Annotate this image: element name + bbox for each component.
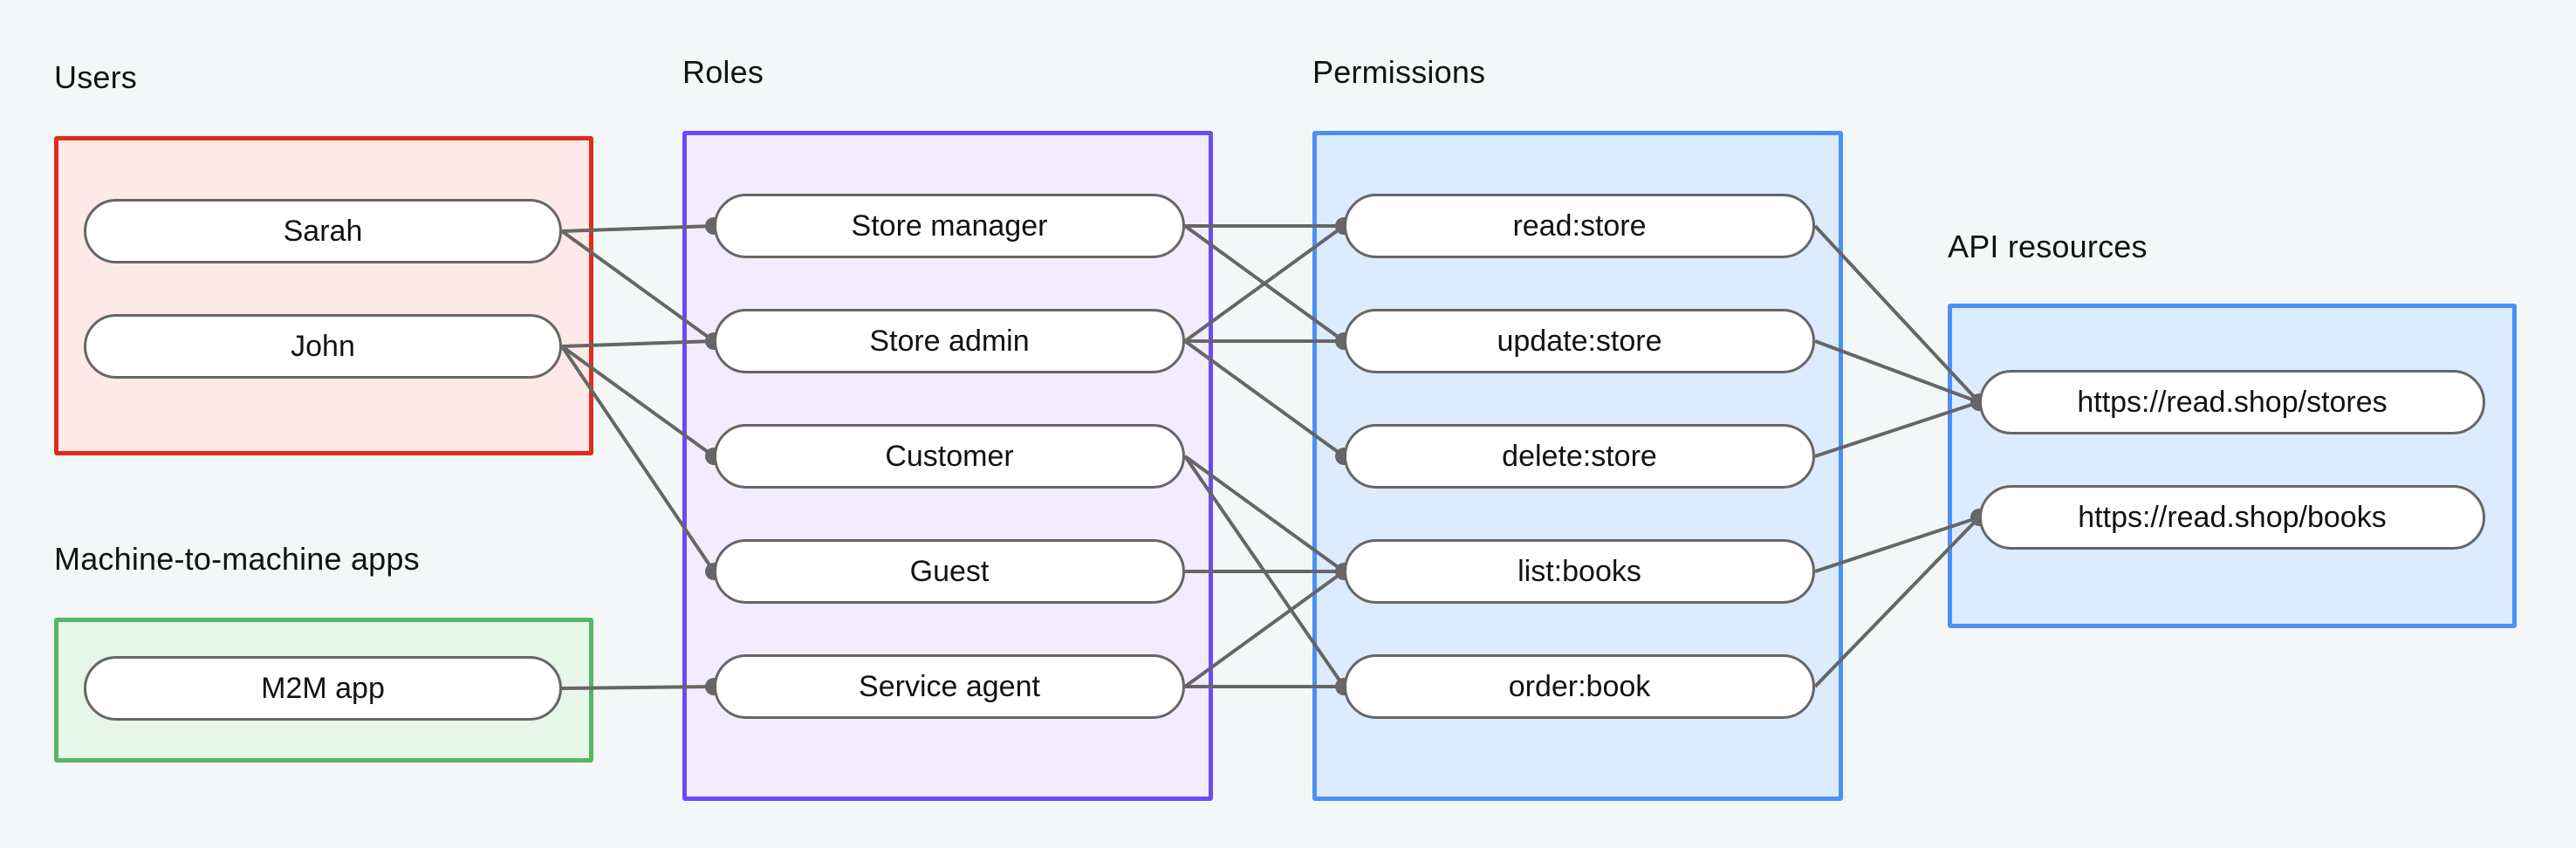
node-sarah[interactable]: Sarah [84,199,562,263]
group-label-roles: Roles [682,54,764,90]
node-order-book[interactable]: order:book [1344,654,1815,719]
node-delete-store[interactable]: delete:store [1344,424,1815,489]
group-box-users [54,136,593,455]
node-read-store[interactable]: read:store [1344,194,1815,258]
node-store-admin[interactable]: Store admin [714,309,1185,373]
node-api-resource-books[interactable]: https://read.shop/books [1979,485,2485,550]
node-update-store[interactable]: update:store [1344,309,1815,373]
node-store-manager[interactable]: Store manager [714,194,1185,258]
node-guest[interactable]: Guest [714,539,1185,604]
group-label-permissions: Permissions [1312,54,1486,90]
node-customer[interactable]: Customer [714,424,1185,489]
node-list-books[interactable]: list:books [1344,539,1815,604]
node-api-resource-stores[interactable]: https://read.shop/stores [1979,370,2485,434]
node-john[interactable]: John [84,314,562,379]
group-box-api-resources [1948,304,2517,628]
group-label-api-resources: API resources [1948,229,2148,264]
group-label-users: Users [54,59,138,95]
group-label-machine-to-machine-apps: Machine-to-machine apps [54,541,420,577]
node-m2m-app[interactable]: M2M app [84,656,562,721]
node-service-agent[interactable]: Service agent [714,654,1185,719]
